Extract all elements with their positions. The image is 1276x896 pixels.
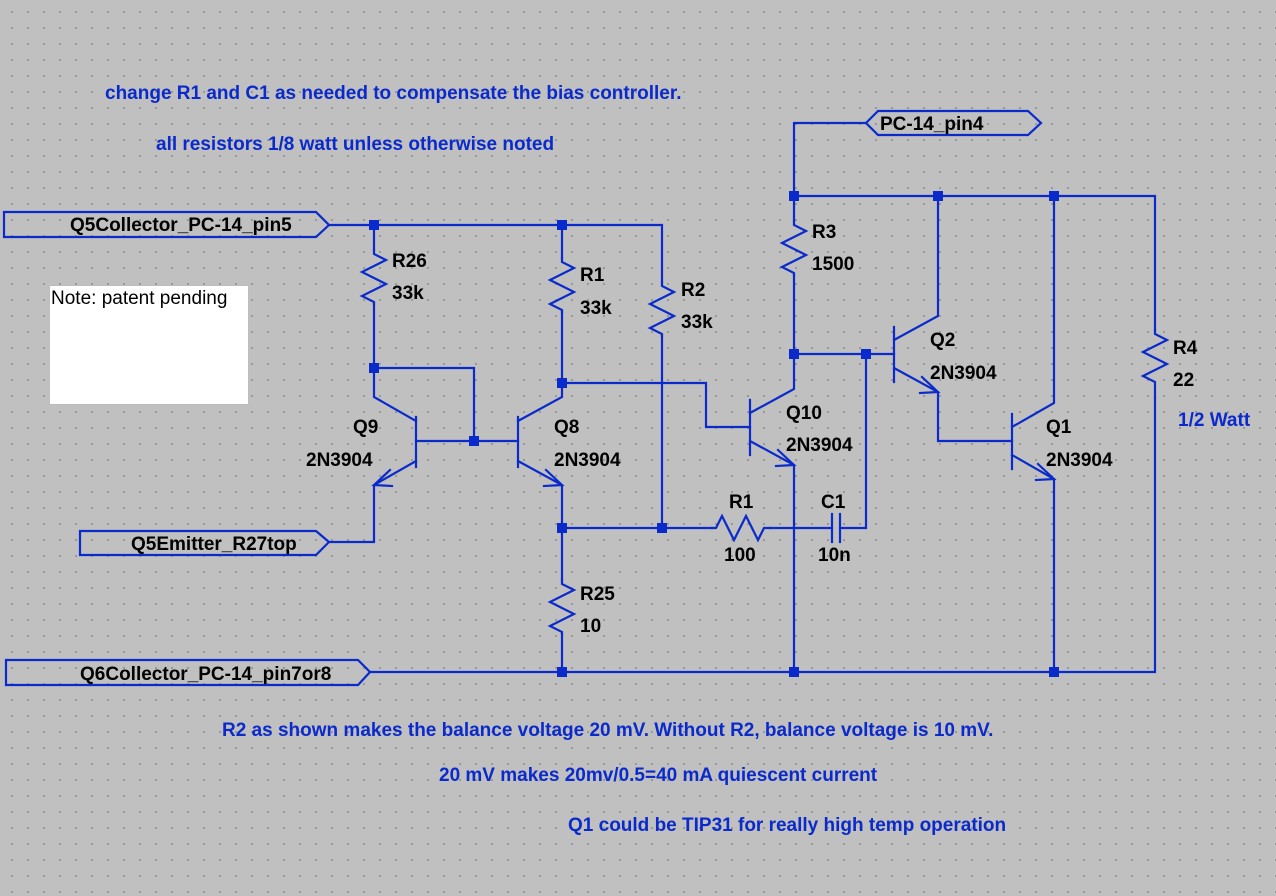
flag-q5-emitter bbox=[78, 529, 331, 557]
note-box: Note: patent pending bbox=[49, 285, 249, 405]
r3-name: R3 bbox=[812, 222, 836, 243]
q8-name: Q8 bbox=[554, 417, 579, 438]
annotation-resistor-wattage: all resistors 1/8 watt unless otherwise … bbox=[156, 134, 554, 155]
junction-dot bbox=[933, 191, 943, 201]
q10-emitter-arrow bbox=[774, 448, 797, 468]
r25-name: R25 bbox=[580, 584, 615, 605]
wire-r1-down bbox=[516, 310, 564, 423]
q1-name: Q1 bbox=[1046, 417, 1072, 438]
junction-dot bbox=[369, 220, 379, 230]
wires bbox=[327, 121, 1157, 674]
r25-symbol bbox=[547, 578, 577, 636]
junction-dot bbox=[861, 349, 871, 359]
wire-c1-right bbox=[838, 352, 868, 530]
r2-symbol bbox=[647, 280, 677, 338]
q9-name: Q9 bbox=[353, 417, 378, 438]
wire-q10-emitter bbox=[748, 439, 796, 674]
r3-symbol bbox=[779, 219, 809, 277]
r2-name: R2 bbox=[681, 280, 705, 301]
transistor-bars bbox=[371, 325, 1057, 488]
net-label-q5-collector: Q5Collector_PC-14_pin5 bbox=[70, 215, 292, 236]
wire-bottom-rail bbox=[368, 396, 1157, 674]
wire-upper-rail bbox=[792, 194, 1157, 332]
q10-name: Q10 bbox=[786, 403, 822, 424]
junction-dot bbox=[557, 378, 567, 388]
annotation-r4-wattage: 1/2 Watt bbox=[1178, 410, 1251, 431]
wire-pc14-pin4 bbox=[792, 121, 868, 223]
q8-part: 2N3904 bbox=[554, 450, 621, 471]
q2-emitter-arrow bbox=[918, 375, 941, 395]
q9-part: 2N3904 bbox=[306, 450, 373, 471]
r4-name: R4 bbox=[1173, 338, 1198, 359]
r1-bottom-symbol bbox=[710, 513, 772, 543]
wire-r26-down bbox=[372, 302, 476, 443]
r26-symbol bbox=[359, 248, 389, 306]
flag-pc14-pin4 bbox=[864, 109, 1043, 137]
wire-q10-collector bbox=[748, 273, 796, 415]
junction-dot bbox=[789, 349, 799, 359]
r1-bottom-value: 100 bbox=[724, 545, 756, 566]
net-label-flags bbox=[2, 109, 1043, 687]
q1-emitter-arrow bbox=[1034, 462, 1057, 482]
junction-dot bbox=[657, 523, 667, 533]
c1-name: C1 bbox=[821, 492, 846, 513]
capacitor-c1 bbox=[830, 512, 842, 544]
net-label-q5-emitter: Q5Emitter_R27top bbox=[131, 534, 297, 555]
q10-part: 2N3904 bbox=[786, 435, 853, 456]
annotation-compensate: change R1 and C1 as needed to compensate… bbox=[105, 83, 682, 104]
junction-dot bbox=[369, 363, 379, 373]
wire-q9-collector bbox=[372, 366, 418, 423]
wire-q1-emitter bbox=[1010, 453, 1056, 674]
junction-dot bbox=[789, 667, 799, 677]
r2-value: 33k bbox=[681, 312, 713, 333]
r26-value: 33k bbox=[392, 283, 424, 304]
wire-q9-emitter bbox=[327, 459, 418, 544]
junctions bbox=[369, 191, 1059, 677]
net-label-pc14-pin4: PC-14_pin4 bbox=[880, 114, 984, 135]
q8-emitter-arrow bbox=[542, 468, 565, 488]
r3-value: 1500 bbox=[812, 254, 854, 275]
r1-top-symbol bbox=[547, 256, 577, 314]
junction-dot bbox=[1049, 667, 1059, 677]
c1-value: 10n bbox=[818, 545, 851, 566]
r26-name: R26 bbox=[392, 251, 427, 272]
q9-emitter-arrow bbox=[371, 468, 394, 488]
wire-q2-collector bbox=[892, 194, 940, 342]
r1-bottom-name: R1 bbox=[729, 492, 754, 513]
wire-q2-emitter bbox=[892, 366, 1014, 443]
q2-part: 2N3904 bbox=[930, 363, 997, 384]
annotation-quiescent-current: 20 mV makes 20mv/0.5=40 mA quiescent cur… bbox=[439, 765, 878, 786]
junction-dot bbox=[789, 191, 799, 201]
junction-dot bbox=[557, 220, 567, 230]
r1-top-value: 33k bbox=[580, 298, 612, 319]
r25-value: 10 bbox=[580, 616, 601, 637]
annotation-balance-voltage: R2 as shown makes the balance voltage 20… bbox=[222, 720, 993, 741]
junction-dot bbox=[557, 523, 567, 533]
junction-dot bbox=[557, 667, 567, 677]
resistor-symbols bbox=[359, 219, 1170, 636]
r4-symbol bbox=[1140, 328, 1170, 400]
wire-q8-q10 bbox=[560, 381, 752, 429]
wire-top-rail bbox=[327, 223, 664, 284]
flag-q5-collector bbox=[2, 210, 331, 239]
wire-q1-collector bbox=[1010, 194, 1056, 429]
r1-top-name: R1 bbox=[580, 265, 605, 286]
flag-q6-collector bbox=[4, 658, 372, 687]
net-label-q6-collector: Q6Collector_PC-14_pin7or8 bbox=[80, 664, 331, 685]
r4-value: 22 bbox=[1173, 370, 1194, 391]
annotation-q1-tip31: Q1 could be TIP31 for really high temp o… bbox=[568, 815, 1006, 836]
junction-dot bbox=[469, 436, 479, 446]
q2-name: Q2 bbox=[930, 330, 955, 351]
junction-dot bbox=[1049, 191, 1059, 201]
q1-part: 2N3904 bbox=[1046, 450, 1113, 471]
